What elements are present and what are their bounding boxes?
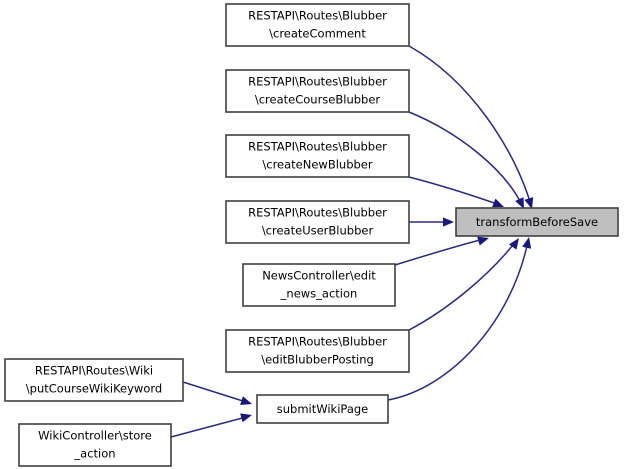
node-restapi-routes-blubber-editblubberposting-label-line1: RESTAPI\Routes\Blubber [248,335,387,349]
node-newscontroller-edit-news-action[interactable]: NewsController\edit _news_action [242,263,396,307]
edge-putcoursewikikeyword-to-submitwikipage [182,381,252,405]
edge-wikicontrollerstoreaction-to-submitwikipage-line [170,416,247,438]
node-restapi-routes-blubber-createuserblubber[interactable]: RESTAPI\Routes\Blubber \createUserBlubber [225,200,410,244]
edge-createnewblubber-to-transformbeforesave [408,176,504,208]
node-restapi-routes-blubber-createcomment-label-line2: \createComment [269,27,366,41]
arrowhead-icon [477,236,489,246]
node-restapi-routes-blubber-createuserblubber-label-line2: \createUserBlubber [262,224,374,238]
node-restapi-routes-blubber-createcourseblubber-box[interactable] [225,69,410,113]
arrowhead-icon [508,238,519,250]
node-restapi-routes-wiki-putcoursewikikeyword-box[interactable] [4,358,184,402]
edge-editblubberposting-to-transformbeforesave [408,238,519,331]
arrowhead-icon [515,197,524,209]
arrowhead-icon [443,217,454,227]
edge-editnewsaction-to-transformbeforesave [394,236,489,266]
node-restapi-routes-blubber-createnewblubber[interactable]: RESTAPI\Routes\Blubber \createNewBlubber [225,134,410,178]
node-restapi-routes-blubber-editblubberposting-box[interactable] [225,329,410,373]
nodes-layer: RESTAPI\Routes\Blubber\createCommentREST… [4,3,619,467]
edge-createnewblubber-to-transformbeforesave-line [408,176,501,206]
arrowhead-icon [240,413,252,423]
node-restapi-routes-blubber-createcourseblubber-label-line2: \createCourseBlubber [255,93,381,107]
node-restapi-routes-wiki-putcoursewikikeyword-label-line1: RESTAPI\Routes\Wiki [35,364,153,378]
node-wikicontroller-store-action[interactable]: WikiController\store _action [18,423,172,467]
node-restapi-routes-blubber-createuserblubber-label-line1: RESTAPI\Routes\Blubber [248,206,387,220]
arrowhead-icon [240,396,252,405]
node-restapi-routes-blubber-editblubberposting-label-line2: \editBlubberPosting [261,353,374,367]
node-restapi-routes-wiki-putcoursewikikeyword[interactable]: RESTAPI\Routes\Wiki \putCourseWikiKeyword [4,358,184,402]
node-restapi-routes-blubber-createcourseblubber[interactable]: RESTAPI\Routes\Blubber \createCourseBlubb… [225,69,410,113]
edge-createcourseblubber-to-transformbeforesave-line [408,111,523,206]
node-submitwikipage[interactable]: submitWikiPage [256,394,389,424]
node-restapi-routes-blubber-createnewblubber-label-line2: \createNewBlubber [262,158,373,172]
edge-createcourseblubber-to-transformbeforesave [408,111,524,209]
node-newscontroller-edit-news-action-label-line1: NewsController\edit [262,269,376,283]
node-restapi-routes-blubber-createcomment-box[interactable] [225,3,410,47]
edge-editblubberposting-to-transformbeforesave-line [408,240,517,331]
edge-submitwikipage-to-transformbeforesave-line [387,240,529,401]
arrowhead-icon [524,197,534,209]
edge-createcomment-to-transformbeforesave-line [408,45,532,206]
node-restapi-routes-blubber-createnewblubber-label-line1: RESTAPI\Routes\Blubber [248,140,387,154]
node-transformbeforesave-label: transformBeforeSave [476,215,598,229]
edge-editnewsaction-to-transformbeforesave-line [394,238,485,266]
node-newscontroller-edit-news-action-box[interactable] [242,263,396,307]
node-submitwikipage-label: submitWikiPage [277,402,369,416]
edge-submitwikipage-to-transformbeforesave [387,237,532,401]
node-restapi-routes-blubber-createcourseblubber-label-line1: RESTAPI\Routes\Blubber [248,75,387,89]
node-wikicontroller-store-action-label-line2: _action [73,447,115,461]
edge-createcomment-to-transformbeforesave [408,45,534,209]
node-restapi-routes-blubber-editblubberposting[interactable]: RESTAPI\Routes\Blubber \editBlubberPostin… [225,329,410,373]
node-wikicontroller-store-action-label-line1: WikiController\store [38,429,152,443]
node-submitwikipage-box[interactable] [256,394,389,424]
node-restapi-routes-wiki-putcoursewikikeyword-label-line2: \putCourseWikiKeyword [26,382,162,396]
edge-wikicontrollerstoreaction-to-submitwikipage [170,413,252,438]
node-newscontroller-edit-news-action-label-line2: _news_action [280,287,358,301]
node-restapi-routes-blubber-createcomment[interactable]: RESTAPI\Routes\Blubber \createComment [225,3,410,47]
node-restapi-routes-blubber-createuserblubber-box[interactable] [225,200,410,244]
node-wikicontroller-store-action-box[interactable] [18,423,172,467]
node-restapi-routes-blubber-createcomment-label-line1: RESTAPI\Routes\Blubber [248,9,387,23]
edge-createuserblubber-to-transformbeforesave [409,217,454,227]
node-restapi-routes-blubber-createnewblubber-box[interactable] [225,134,410,178]
edges-layer [170,45,534,438]
arrowhead-icon [492,198,504,208]
node-transformbeforesave[interactable]: transformBeforeSave [455,207,619,237]
arrowhead-icon [522,237,532,249]
edge-putcoursewikikeyword-to-submitwikipage-line [182,381,247,403]
node-transformbeforesave-box[interactable] [455,207,619,237]
